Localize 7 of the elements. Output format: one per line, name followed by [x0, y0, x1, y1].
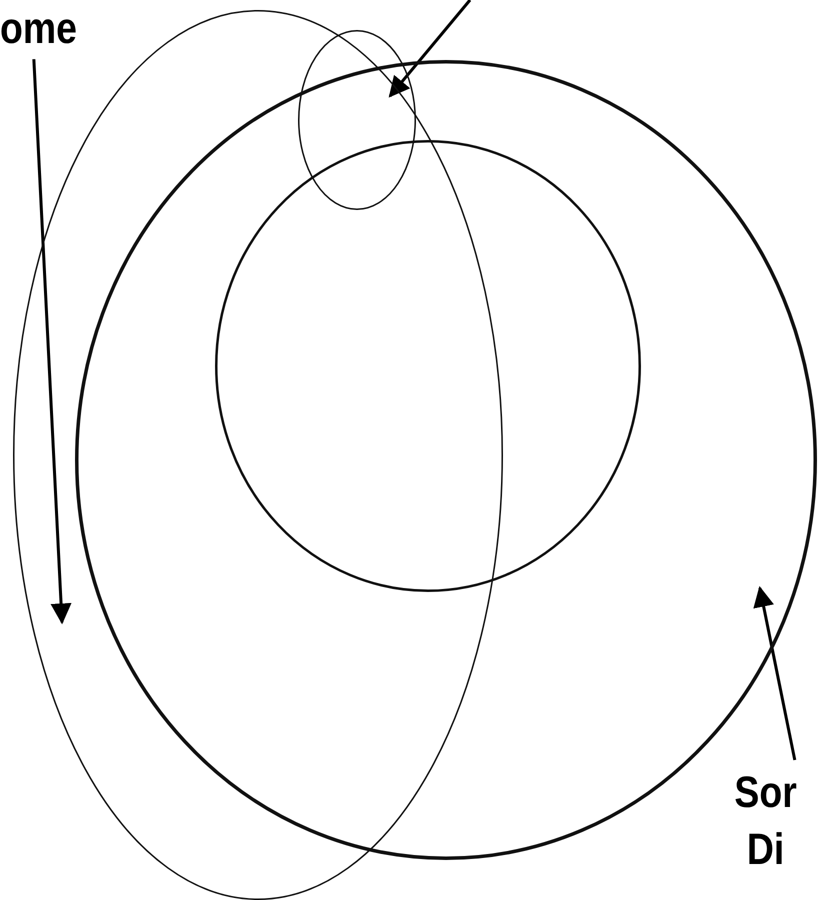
- arrow: [32, 59, 72, 624]
- venn-ellipse: [298, 30, 416, 210]
- callout-label: Sor Di: [731, 764, 797, 878]
- arrow: [388, 0, 472, 98]
- callout-label: ome: [0, 0, 77, 58]
- venn-ellipse: [215, 140, 641, 592]
- arrow: [753, 586, 796, 760]
